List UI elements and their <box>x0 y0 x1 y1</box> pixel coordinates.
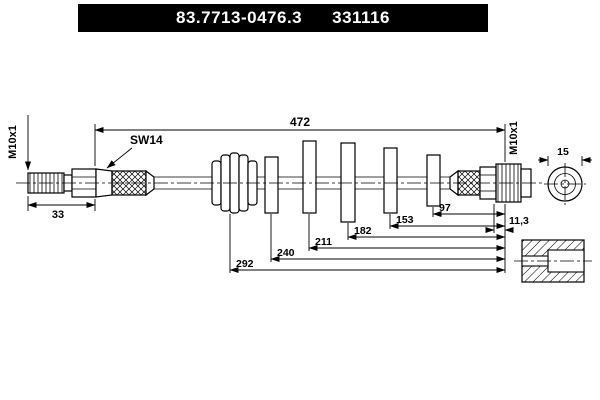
label-sw14: SW14 <box>130 133 163 147</box>
section-view <box>514 239 592 283</box>
dim-label-240: 240 <box>277 247 295 259</box>
label-thread-left: M10x1 <box>7 125 19 159</box>
dimension-33: 33 <box>27 196 96 221</box>
grommet-211 <box>302 140 317 214</box>
wrench-size-callout: SW14 <box>106 133 163 169</box>
part-number: 83.7713-0476.3 <box>176 8 303 27</box>
dim-label-15: 15 <box>557 146 569 158</box>
dim-label-11-3: 11,3 <box>509 215 529 227</box>
position-dimensions: 97 153 182 211 240 292 11,3 <box>229 202 529 274</box>
label-thread-right: M10x1 <box>508 121 520 155</box>
grommet-240 <box>264 156 279 214</box>
end-view: 15 <box>538 146 592 205</box>
dim-label-182: 182 <box>354 225 372 237</box>
dimension-thread-right: M10x1 <box>508 121 520 155</box>
hose-tube <box>154 176 450 190</box>
grommet-153 <box>383 147 398 214</box>
catalog-number: 331116 <box>332 8 390 27</box>
dim-label-211: 211 <box>315 236 332 248</box>
grommet-97 <box>426 154 441 207</box>
dim-label-292: 292 <box>236 258 254 270</box>
title-bar: 83.7713-0476.3 331116 <box>78 4 488 32</box>
dim-label-97: 97 <box>439 202 451 214</box>
dim-label-33: 33 <box>52 209 64 221</box>
dimension-overall-472: 472 <box>94 115 506 166</box>
dim-label-153: 153 <box>396 214 414 226</box>
dim-label-472: 472 <box>290 115 310 129</box>
dimension-thread-left: M10x1 <box>7 115 32 171</box>
grommet-182 <box>340 142 356 223</box>
